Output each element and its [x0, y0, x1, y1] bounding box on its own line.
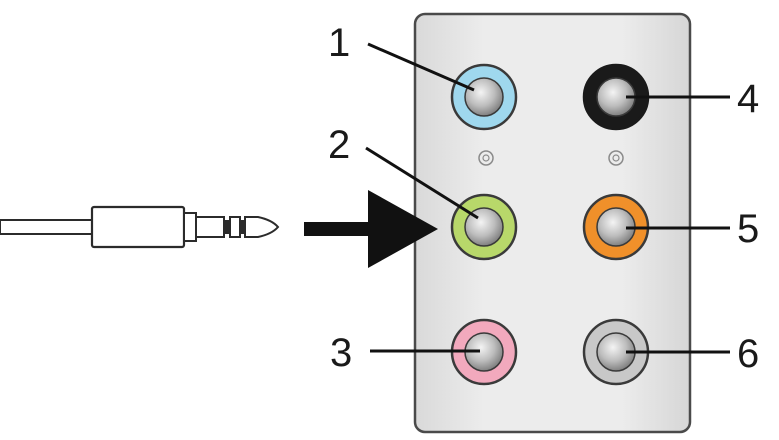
- callout-number-2: 2: [328, 123, 350, 167]
- ring-indicator-icon: [478, 150, 494, 166]
- leader-line-2: [365, 146, 479, 220]
- jack-3[interactable]: [450, 318, 518, 386]
- jack-4[interactable]: [582, 63, 650, 131]
- callout-number-6: 6: [737, 332, 759, 376]
- jack-5[interactable]: [582, 193, 650, 261]
- callout-number-1: 1: [328, 21, 350, 65]
- jack-6[interactable]: [582, 318, 650, 386]
- insert-arrow-icon: [304, 190, 438, 268]
- callout-number-3: 3: [330, 331, 352, 375]
- jack-1[interactable]: [450, 63, 518, 131]
- callout-number-4: 4: [737, 77, 759, 121]
- jack-2[interactable]: [450, 193, 518, 261]
- audio-plug-icon[interactable]: [0, 205, 280, 249]
- callout-number-5: 5: [737, 207, 759, 251]
- ring-indicator-icon: [608, 150, 624, 166]
- leader-line-1: [367, 42, 475, 92]
